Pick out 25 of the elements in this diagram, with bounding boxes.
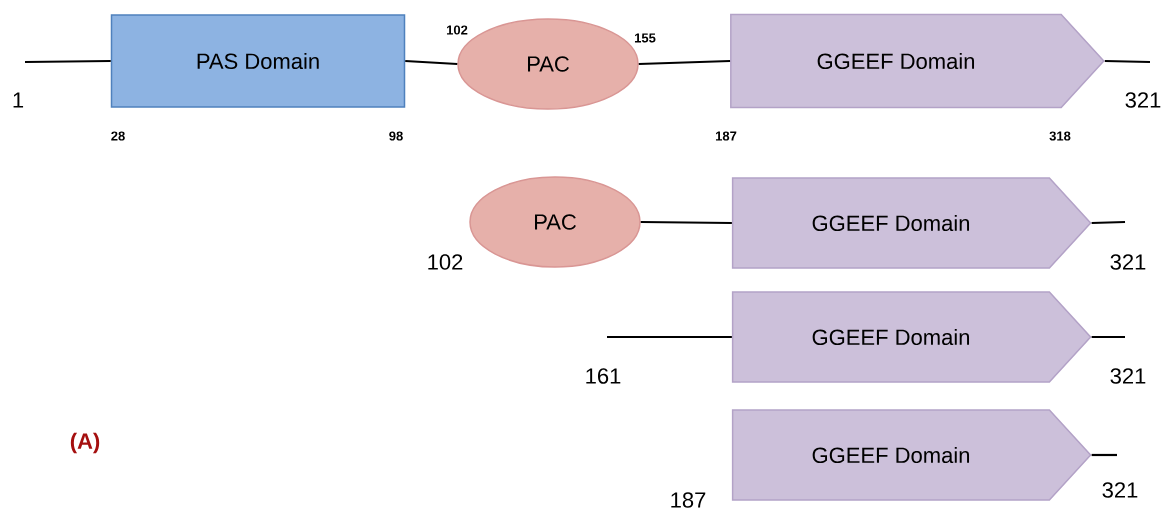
- backbone-line: [405, 59, 458, 66]
- residue-number: 98: [389, 131, 403, 141]
- domain-box: PAS Domain: [110, 14, 406, 108]
- panel-label: (A): [70, 432, 100, 454]
- residue-number: 321: [1110, 368, 1146, 384]
- domain-arrow-box: GGEEF Domain: [731, 177, 1092, 269]
- domain-arrow-box: GGEEF Domain: [731, 409, 1092, 501]
- residue-number: 187: [716, 131, 737, 141]
- domain-arrow-box: GGEEF Domain: [731, 291, 1092, 383]
- residue-number: 321: [1110, 254, 1146, 270]
- residue-number: 318: [1049, 131, 1071, 141]
- backbone-line: [638, 59, 731, 66]
- residue-number: 161: [586, 368, 621, 384]
- backbone-line: [640, 220, 732, 225]
- backbone-line: [1104, 59, 1151, 64]
- residue-number: 28: [111, 131, 125, 141]
- backbone-line: [1091, 453, 1117, 457]
- residue-number: 321: [1125, 92, 1161, 108]
- backbone-line: [25, 59, 111, 64]
- backbone-line: [607, 335, 732, 339]
- backbone-line: [1091, 335, 1125, 339]
- residue-number: 1: [13, 92, 24, 108]
- domain-arrow-box: GGEEF Domain: [730, 13, 1105, 109]
- backbone-line: [1091, 220, 1126, 225]
- residue-number: 187: [671, 492, 706, 508]
